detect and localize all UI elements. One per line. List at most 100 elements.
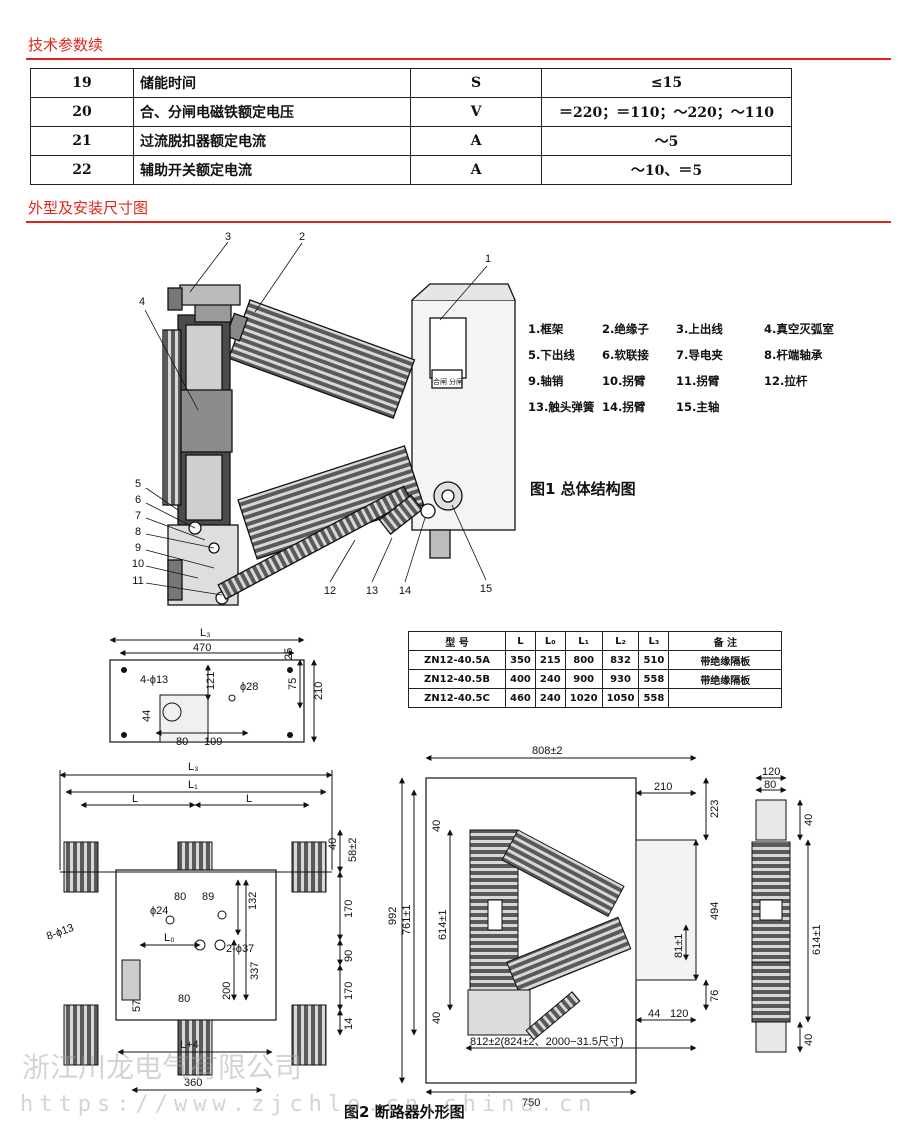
models-cell: 350 bbox=[505, 650, 536, 670]
params-cell-unit: A bbox=[410, 155, 542, 185]
params-cell-name: 过流脱扣器额定电流 bbox=[133, 126, 411, 156]
figure1-caption: 图1 总体结构图 bbox=[530, 480, 636, 498]
front-dim-132: 132 bbox=[247, 892, 259, 910]
callout-11: 11 bbox=[132, 575, 143, 587]
params-cell-name: 合、分闸电磁铁额定电压 bbox=[133, 97, 411, 127]
models-cell: 240 bbox=[534, 669, 566, 689]
models-cell: 1050 bbox=[601, 688, 640, 708]
front-dim-80-bottom: 80 bbox=[178, 993, 190, 1005]
watermark-company: 浙江川龙电气有限公司 bbox=[22, 1051, 303, 1084]
plan-dim-80: 80 bbox=[176, 736, 188, 748]
models-cell: 558 bbox=[638, 669, 670, 689]
models-cell: 832 bbox=[601, 650, 640, 670]
front-dim-170-bottom: 170 bbox=[343, 982, 355, 1000]
models-header-cell: L₂ bbox=[601, 631, 640, 651]
callout-15: 15 bbox=[480, 583, 492, 595]
legend-item: 6.软联接 bbox=[602, 348, 649, 362]
front-dim-57: 57 bbox=[131, 1000, 143, 1012]
end-dim-614: 614±1 bbox=[811, 924, 823, 955]
models-cell: 900 bbox=[564, 669, 603, 689]
plan-dim-28: ϕ28 bbox=[240, 681, 258, 693]
models-header-cell: L bbox=[505, 631, 536, 651]
legend-item: 10.拐臂 bbox=[602, 374, 646, 388]
side-dim-223: 223 bbox=[709, 800, 721, 818]
side-dim-40-top: 40 bbox=[431, 820, 443, 832]
front-dim-90: 90 bbox=[343, 950, 355, 962]
params-cell-no: 19 bbox=[30, 68, 134, 98]
models-cell: 510 bbox=[638, 650, 670, 670]
legend-item: 5.下出线 bbox=[528, 348, 575, 362]
end-dim-120: 120 bbox=[762, 766, 780, 778]
side-dim-494: 494 bbox=[709, 902, 721, 920]
section-divider bbox=[26, 221, 891, 223]
section-divider bbox=[26, 58, 891, 60]
params-cell-value: ～10、＝5 bbox=[541, 155, 792, 185]
models-cell: 带绝缘隔板 bbox=[668, 650, 783, 670]
plan-dim-210: 210 bbox=[313, 682, 325, 700]
front-dim-337: 337 bbox=[249, 962, 261, 980]
plan-dim-25: 25 bbox=[283, 648, 295, 660]
plan-dim-l3: L₃ bbox=[200, 627, 211, 639]
legend-row: 5.下出线 6.软联接 7.导电夹 8.杆端轴承 bbox=[528, 342, 888, 368]
callout-1: 1 bbox=[485, 253, 491, 265]
front-dim-l-left: L bbox=[132, 793, 138, 805]
plan-hole-4x13: 4-ϕ13 bbox=[140, 674, 168, 686]
front-dim-l-right: L bbox=[246, 793, 252, 805]
models-cell: 400 bbox=[505, 669, 536, 689]
side-dim-761: 761±1 bbox=[401, 904, 413, 935]
front-dim-360: 360 bbox=[184, 1077, 202, 1089]
end-dim-80: 80 bbox=[764, 779, 776, 791]
legend-item: 3.上出线 bbox=[676, 322, 723, 336]
front-dim-l1: L₁ bbox=[188, 779, 198, 791]
models-header-cell: L₀ bbox=[534, 631, 566, 651]
callout-4: 4 bbox=[139, 296, 145, 308]
front-dim-58: 58±2 bbox=[347, 838, 359, 862]
legend-item: 9.轴销 bbox=[528, 374, 564, 388]
models-cell: ZN12-40.5B bbox=[408, 669, 506, 689]
legend-item: 7.导电夹 bbox=[676, 348, 723, 362]
callout-2: 2 bbox=[299, 231, 305, 243]
models-header-cell: 备 注 bbox=[668, 631, 783, 651]
models-cell: 240 bbox=[534, 688, 566, 708]
side-dim-81: 81±1 bbox=[673, 934, 685, 958]
callout-6: 6 bbox=[135, 494, 141, 506]
params-cell-name: 储能时间 bbox=[133, 68, 411, 98]
models-cell: 800 bbox=[564, 650, 603, 670]
front-dim-200: 200 bbox=[221, 982, 233, 1000]
side-dim-992: 992 bbox=[387, 907, 399, 925]
figure1-callouts: 1 2 3 4 5 6 7 8 9 10 11 12 13 14 15 合闸 分… bbox=[132, 231, 492, 597]
callout-3: 3 bbox=[225, 231, 231, 243]
params-cell-no: 20 bbox=[30, 97, 134, 127]
legend-item: 14.拐臂 bbox=[602, 400, 646, 414]
models-cell: 1020 bbox=[564, 688, 603, 708]
legend-item: 13.触头弹簧 bbox=[528, 400, 595, 414]
legend-item: 8.杆端轴承 bbox=[764, 348, 823, 362]
callout-5: 5 bbox=[135, 478, 141, 490]
models-cell bbox=[668, 688, 783, 708]
plan-dim-75: 75 bbox=[287, 678, 299, 690]
params-cell-value: ＝220；＝110；～220；～110 bbox=[541, 97, 792, 127]
section-title-dimensions: 外型及安装尺寸图 bbox=[28, 199, 149, 217]
plan-dim-470: 470 bbox=[193, 642, 211, 654]
callout-7: 7 bbox=[135, 510, 141, 522]
callout-12: 12 bbox=[324, 585, 336, 597]
front-dim-14: 14 bbox=[343, 1018, 355, 1030]
plan-view-labels: L₃ 470 4-ϕ13 121 ϕ28 25 75 210 44 80 109 bbox=[140, 627, 325, 748]
legend-item: 11.拐臂 bbox=[676, 374, 720, 388]
front-hole-2x37: 2-ϕ37 bbox=[226, 943, 254, 955]
front-dim-l3: L₃ bbox=[188, 761, 199, 773]
side-dim-210: 210 bbox=[654, 781, 672, 793]
front-dim-80-top: 80 bbox=[174, 891, 186, 903]
params-cell-value: ≤15 bbox=[541, 68, 792, 98]
side-view-labels: 808±2 210 223 992 761±1 614±1 40 40 494 … bbox=[387, 745, 721, 1109]
side-dim-614: 614±1 bbox=[437, 909, 449, 940]
section-title-params-cont: 技术参数续 bbox=[28, 36, 104, 54]
figure1-drawing bbox=[144, 241, 516, 606]
models-header-cell: L₁ bbox=[564, 631, 603, 651]
